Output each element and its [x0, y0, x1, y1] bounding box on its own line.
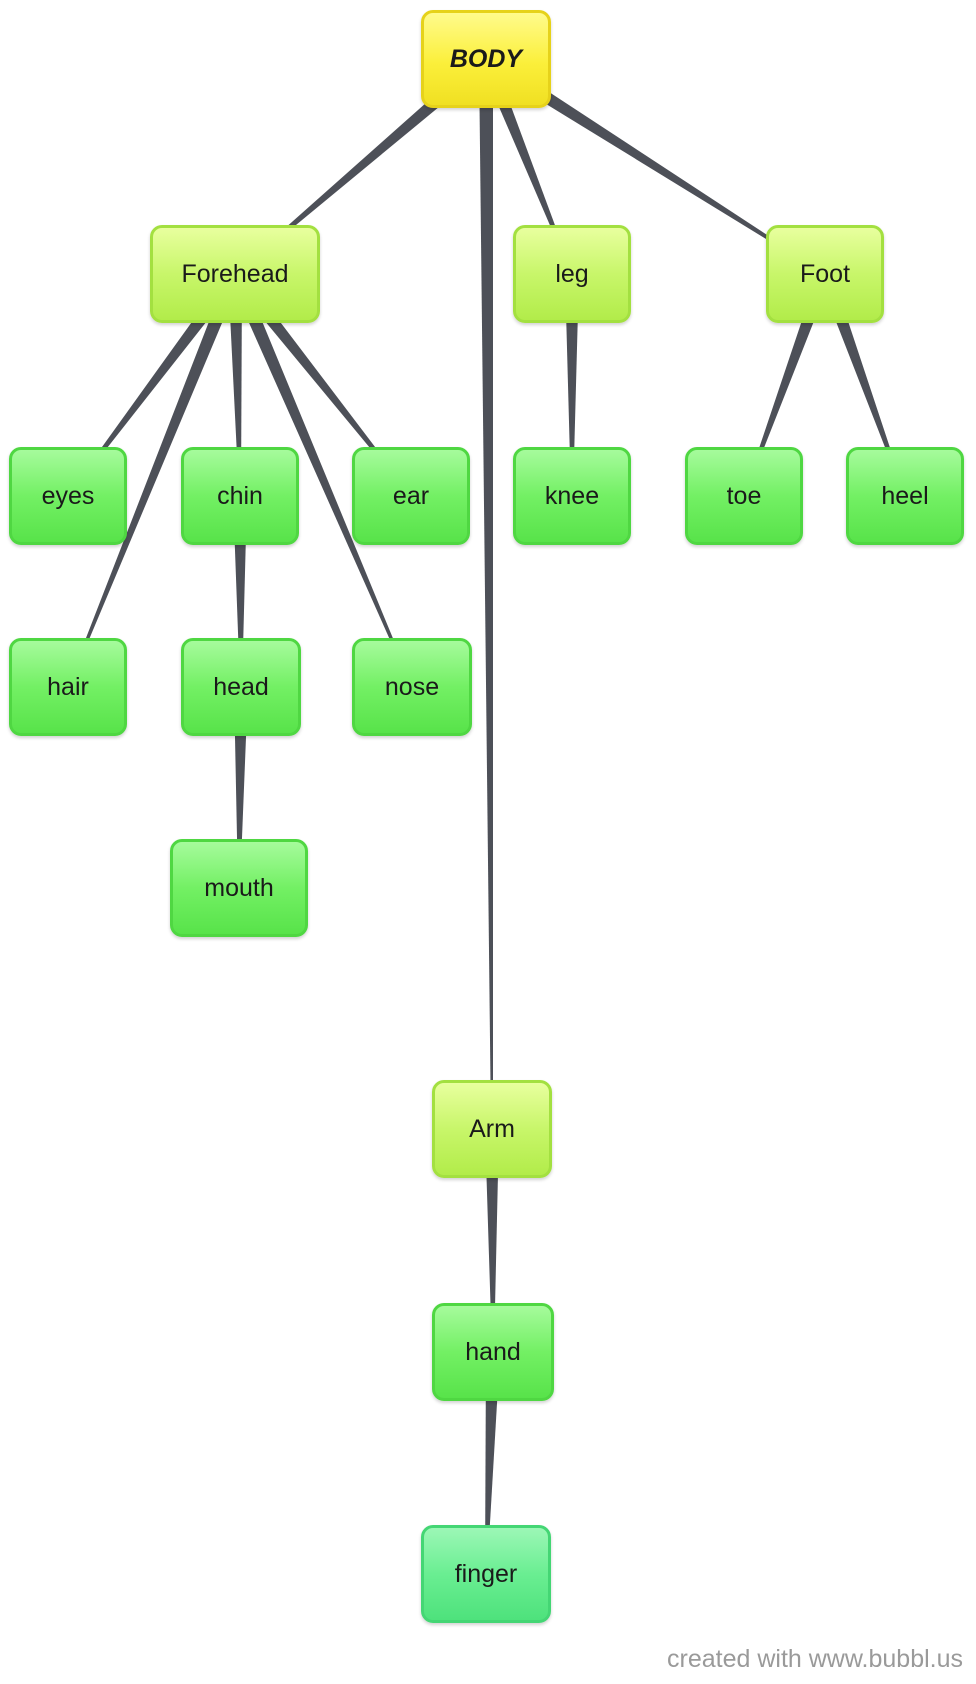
connector-foot-toe: [743, 271, 832, 497]
node-label: hand: [465, 1337, 521, 1366]
connector-forehead-eyes: [67, 269, 241, 497]
node-label: knee: [544, 481, 600, 510]
node-eyes[interactable]: eyes: [9, 447, 127, 545]
node-label: chin: [217, 481, 263, 510]
node-label: Foot: [799, 259, 851, 288]
node-label: Arm: [469, 1114, 515, 1143]
connector-body-arm: [479, 59, 493, 1129]
node-label: finger: [454, 1559, 518, 1588]
connector-forehead-nose: [228, 271, 413, 688]
connector-forehead-chin: [228, 273, 242, 496]
node-knee[interactable]: knee: [513, 447, 631, 545]
connector-head-mouth: [234, 686, 248, 888]
node-leg[interactable]: leg: [513, 225, 631, 323]
connector-hand-finger: [485, 1351, 500, 1574]
connector-body-forehead: [234, 53, 491, 275]
connector-body-foot: [482, 53, 826, 275]
node-forehead[interactable]: Forehead: [150, 225, 320, 323]
connector-forehead-hair: [67, 271, 242, 688]
connector-body-leg: [479, 56, 573, 275]
node-label: Forehead: [181, 259, 289, 288]
node-arm[interactable]: Arm: [432, 1080, 552, 1178]
node-heel[interactable]: heel: [846, 447, 964, 545]
node-ear[interactable]: ear: [352, 447, 470, 545]
connector-forehead-ear: [229, 269, 412, 497]
node-label: hair: [47, 672, 89, 701]
connector-leg-knee: [565, 274, 579, 496]
connector-foot-heel: [818, 271, 906, 497]
node-hair[interactable]: hair: [9, 638, 127, 736]
node-label: toe: [726, 481, 762, 510]
node-label: ear: [392, 481, 430, 510]
node-chin[interactable]: chin: [181, 447, 299, 545]
node-label: BODY: [449, 44, 523, 73]
node-body[interactable]: BODY: [421, 10, 551, 108]
node-label: nose: [384, 672, 440, 701]
node-label: mouth: [204, 873, 274, 902]
node-mouth[interactable]: mouth: [170, 839, 308, 937]
node-foot[interactable]: Foot: [766, 225, 884, 323]
node-hand[interactable]: hand: [432, 1303, 554, 1401]
node-head[interactable]: head: [181, 638, 301, 736]
connector-arm-hand: [485, 1129, 499, 1352]
node-finger[interactable]: finger: [421, 1525, 551, 1623]
watermark-footer[interactable]: created with www.bubbl.us: [667, 1645, 963, 1673]
node-nose[interactable]: nose: [352, 638, 472, 736]
node-toe[interactable]: toe: [685, 447, 803, 545]
node-label: head: [213, 672, 269, 701]
node-label: eyes: [41, 481, 95, 510]
node-label: heel: [881, 481, 929, 510]
node-label: leg: [555, 259, 589, 288]
